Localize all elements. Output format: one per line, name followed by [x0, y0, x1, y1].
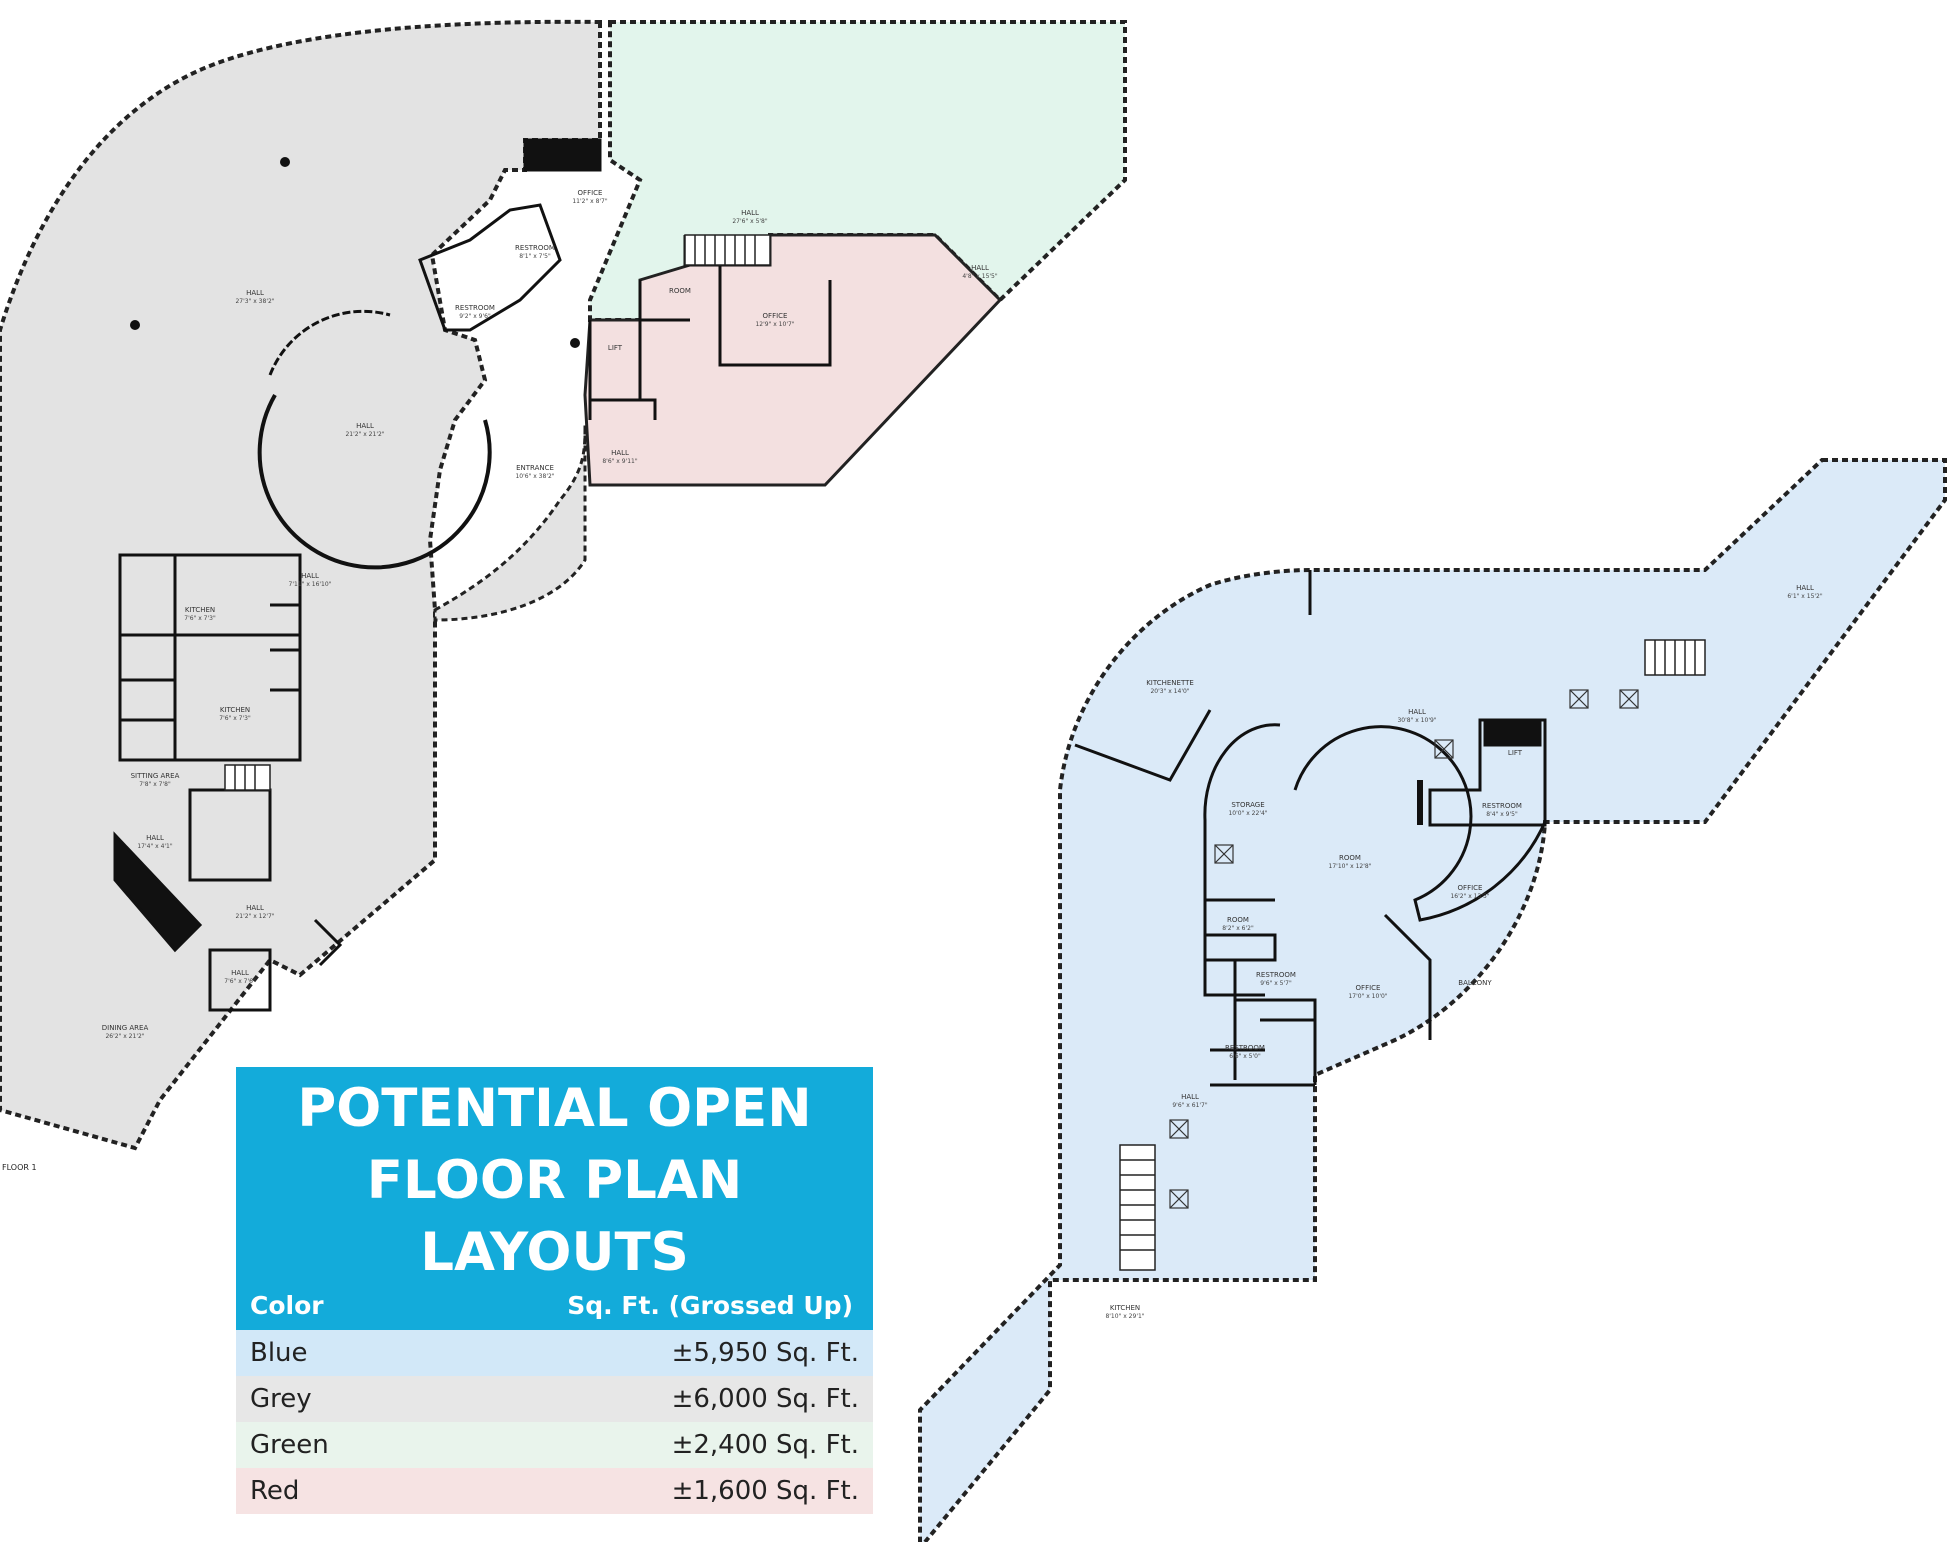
floor2-stairs	[1119, 639, 1706, 1271]
floor1-room-dimensions: 7'6" x 7'3"	[219, 715, 251, 722]
floor2-room-dimensions: 6'1" x 15'2"	[1787, 593, 1823, 600]
floor2-room-dimensions: 17'10" x 12'8"	[1329, 863, 1372, 870]
legend-title-line1: POTENTIAL OPEN	[297, 1078, 812, 1139]
floor1-columns	[130, 157, 580, 348]
floor2-room-dimensions: 8'4" x 9'5"	[1486, 811, 1518, 818]
legend-row-sqft: ±2,400 Sq. Ft.	[671, 1430, 859, 1460]
floor2-room-dimensions: 16'2" x 13'5"	[1450, 893, 1489, 900]
floor1-room-name: HALL	[146, 834, 164, 842]
floor2-skylights	[1169, 689, 1639, 1209]
floor2-room-dimensions: 9'6" x 61'7"	[1172, 1102, 1208, 1109]
floor1-stairs	[224, 234, 771, 791]
floor1-room-dimensions: 17'4" x 4'1"	[137, 843, 173, 850]
floor2-room-name: HALL	[1408, 708, 1426, 716]
floor2-room-dimensions: 8'2" x 6'2"	[1222, 925, 1254, 932]
legend-col-sqft: Sq. Ft. (Grossed Up)	[567, 1291, 853, 1320]
floor1-room-dimensions: 7'6" x 7'3"	[184, 615, 216, 622]
floor2-room-name: HALL	[1796, 584, 1814, 592]
floor1-room-name: HALL	[611, 449, 629, 457]
legend-row-sqft: ±1,600 Sq. Ft.	[671, 1476, 859, 1506]
floor2-room-dimensions: 20'3" x 14'0"	[1150, 688, 1189, 695]
floor1-room-dimensions: 26'2" x 21'2"	[105, 1033, 144, 1040]
legend-row-color: Grey	[250, 1384, 312, 1414]
floor1-room-dimensions: 21'2" x 12'7"	[235, 913, 274, 920]
floor2-walls	[1074, 570, 1547, 1087]
legend-row-sqft: ±5,950 Sq. Ft.	[671, 1338, 859, 1368]
legend-row-green: Green ±2,400 Sq. Ft.	[236, 1422, 873, 1468]
floor1-room-dimensions: 27'3" x 38'2"	[235, 298, 274, 305]
legend-row-sqft: ±6,000 Sq. Ft.	[671, 1384, 859, 1414]
floor1-room-dimensions: 8'1" x 7'5"	[519, 253, 551, 260]
floor1-room-name: KITCHEN	[185, 606, 215, 614]
floor2-room-name: KITCHENETTE	[1146, 679, 1194, 687]
floor1-room-dimensions: 10'6" x 38'2"	[515, 473, 554, 480]
floor1-room-name: ROOM	[669, 287, 691, 295]
legend-title-line2: FLOOR PLAN LAYOUTS	[366, 1150, 743, 1283]
floor1-room-dimensions: 12'9" x 10'7"	[755, 321, 794, 328]
legend-row-grey: Grey ±6,000 Sq. Ft.	[236, 1376, 873, 1422]
floor2-room-name: ROOM	[1339, 854, 1361, 862]
floor2-room-dimensions: 17'0" x 10'0"	[1348, 993, 1387, 1000]
floor1-room-name: SITTING AREA	[131, 772, 180, 780]
floor1-room-name: DINING AREA	[102, 1024, 149, 1032]
floor2-room-name: STORAGE	[1231, 801, 1264, 809]
legend-row-color: Green	[250, 1430, 329, 1460]
floor2-room-name: RESTROOM	[1482, 802, 1522, 810]
legend-row-color: Red	[250, 1476, 300, 1506]
floor1-room-dimensions: 27'6" x 5'8"	[732, 218, 768, 225]
floor2-room-name: LIFT	[1508, 749, 1523, 757]
floor2-room-name: ROOM	[1227, 916, 1249, 924]
floor1-room-dimensions: 9'2" x 9'6"	[459, 313, 491, 320]
floor2-room-dimensions: 30'8" x 10'9"	[1397, 717, 1436, 724]
floor1-room-name: KITCHEN	[220, 706, 250, 714]
legend-row-red: Red ±1,600 Sq. Ft.	[236, 1468, 873, 1514]
floor1-room-name: RESTROOM	[515, 244, 555, 252]
floor2-room-name: OFFICE	[1356, 984, 1381, 992]
floor2-room-dimensions: 8'10" x 29'1"	[1105, 1313, 1144, 1320]
floor2-room-dimensions: 10'0" x 22'4"	[1228, 810, 1267, 817]
legend-header: POTENTIAL OPEN FLOOR PLAN LAYOUTS Color …	[236, 1067, 873, 1330]
floor1-room-dimensions: 11'2" x 8'7"	[572, 198, 608, 205]
floor1-room-dimensions: 7'6" x 7'6"	[224, 978, 256, 985]
legend-row-blue: Blue ±5,950 Sq. Ft.	[236, 1330, 873, 1376]
legend-col-color: Color	[250, 1291, 324, 1320]
floor1-room-dimensions: 7'11" x 16'10"	[289, 581, 332, 588]
floor2-room-dimensions: 9'6" x 5'7"	[1260, 980, 1292, 987]
floor1-room-name: RESTROOM	[455, 304, 495, 312]
floor1-room-dimensions: 8'6" x 9'11"	[602, 458, 638, 465]
legend-column-headers: Color Sq. Ft. (Grossed Up)	[236, 1289, 873, 1330]
blue-zone	[918, 458, 1947, 1542]
floor1-room-dimensions: 7'8" x 7'8"	[139, 781, 171, 788]
floor1-room-name: LIFT	[608, 344, 623, 352]
floor1-room-name: HALL	[741, 209, 759, 217]
floor1-room-name: HALL	[246, 289, 264, 297]
floor1-walls	[113, 138, 832, 1012]
floor1-room-name: HALL	[301, 572, 319, 580]
floor2-room-name: RESTROOM	[1225, 1044, 1265, 1052]
floor2-room-dimensions: 6'6" x 5'0"	[1229, 1053, 1261, 1060]
floor2-room-name: KITCHEN	[1110, 1304, 1140, 1312]
floor2-room-name: OFFICE	[1458, 884, 1483, 892]
legend-row-color: Blue	[250, 1338, 308, 1368]
floor1-room-dimensions: 4'8" x 15'5"	[962, 273, 998, 280]
floor1-room-name: OFFICE	[578, 189, 603, 197]
floor1-room-name: HALL	[231, 969, 249, 977]
floor1-room-name: OFFICE	[763, 312, 788, 320]
legend-title: POTENTIAL OPEN FLOOR PLAN LAYOUTS	[236, 1067, 873, 1289]
floor1-label: FLOOR 1	[2, 1163, 37, 1172]
floor1-room-name: HALL	[356, 422, 374, 430]
floor2-room-name: RESTROOM	[1256, 971, 1296, 979]
legend-table: POTENTIAL OPEN FLOOR PLAN LAYOUTS Color …	[236, 1067, 873, 1514]
floor1-room-name: HALL	[971, 264, 989, 272]
floor2-room-name: HALL	[1181, 1093, 1199, 1101]
floor1-room-name: ENTRANCE	[516, 464, 554, 472]
entrance-zone	[433, 424, 587, 622]
floor1-room-name: HALL	[246, 904, 264, 912]
floor1-room-dimensions: 21'2" x 21'2"	[345, 431, 384, 438]
floor2-room-name: BALCONY	[1458, 979, 1492, 987]
